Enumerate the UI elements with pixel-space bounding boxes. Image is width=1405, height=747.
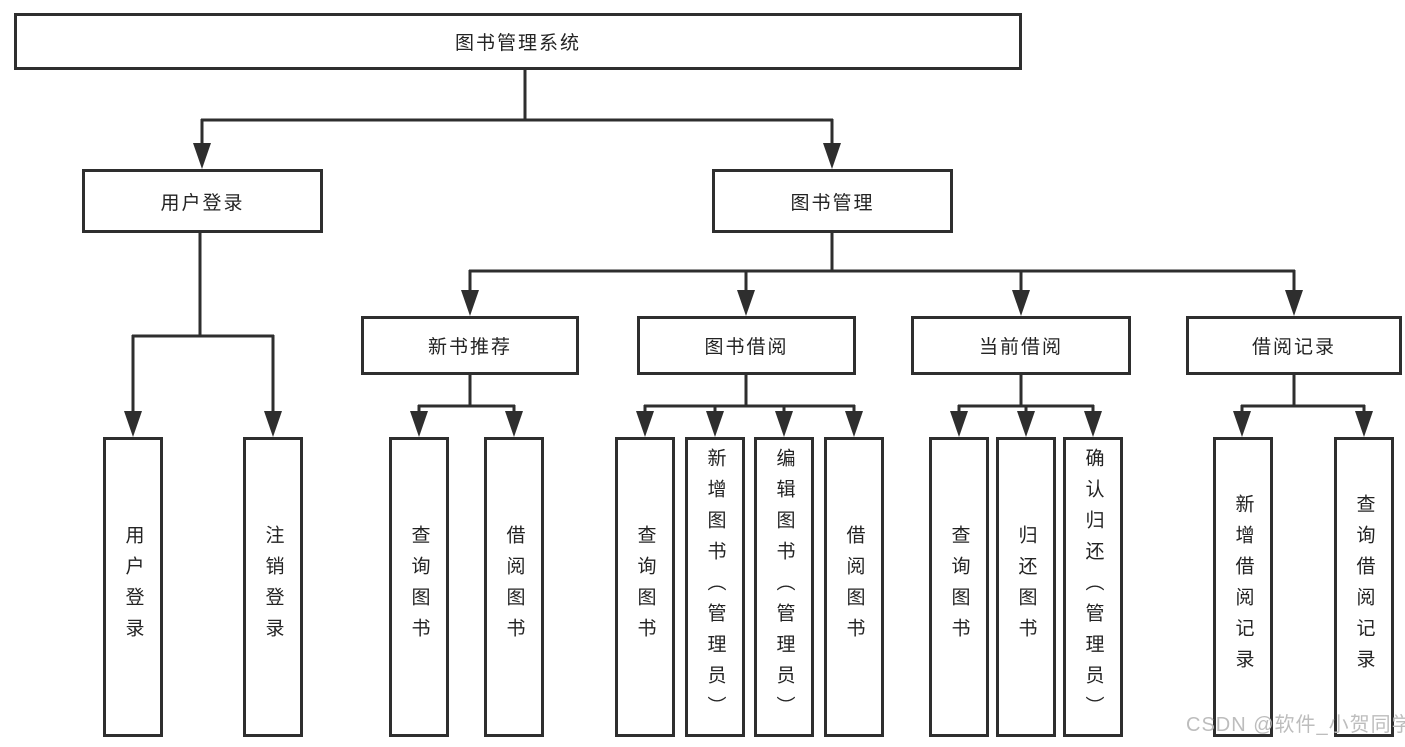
- node-label: 新书推荐: [427, 337, 512, 358]
- watermark: CSDN @软件_小贺同学: [1186, 714, 1405, 736]
- node-current-confirm-return-admin: 确认归还（管理员）: [1063, 437, 1123, 737]
- node-label: 图书管理系统: [454, 33, 581, 54]
- node-borrow-add-book-admin: 新增图书（管理员）: [685, 437, 745, 737]
- connector-user-login-to-children: [131, 233, 275, 416]
- arrowhead: [1017, 411, 1035, 437]
- node-user-login: 用户登录: [103, 437, 163, 737]
- arrowhead: [124, 411, 142, 437]
- node-records-query-record: 查询借阅记录: [1334, 437, 1394, 737]
- arrowhead: [706, 411, 724, 437]
- node-borrowing-records: 借阅记录: [1186, 316, 1402, 375]
- node-borrow-borrow-book: 借阅图书: [824, 437, 884, 737]
- node-user-login-module: 用户登录: [82, 169, 323, 233]
- arrowhead: [1233, 411, 1251, 437]
- node-book-management-module: 图书管理: [712, 169, 953, 233]
- arrowhead: [1012, 290, 1030, 316]
- arrowhead: [410, 411, 428, 437]
- node-label: 编辑图书（管理员）: [773, 447, 795, 727]
- arrowhead: [737, 290, 755, 316]
- connector-new-book-rec-to-children: [417, 375, 516, 416]
- connector-book-management-to-level3: [468, 233, 1296, 296]
- connector-borrowing-records-to-children: [1240, 375, 1366, 416]
- node-current-query-book: 查询图书: [929, 437, 989, 737]
- arrowhead: [1355, 411, 1373, 437]
- connector-current-borrowing-to-children: [957, 375, 1095, 416]
- node-label: 新增借阅记录: [1232, 494, 1254, 680]
- connector-book-borrowing-to-children: [643, 375, 856, 416]
- arrowhead: [193, 143, 211, 169]
- node-label: 确认归还（管理员）: [1082, 447, 1104, 727]
- node-label: 查询图书: [408, 525, 430, 649]
- node-label: 注销登录: [262, 525, 284, 649]
- node-label: 归还图书: [1015, 525, 1037, 649]
- node-label: 图书借阅: [704, 337, 789, 358]
- node-label: 借阅图书: [843, 525, 865, 649]
- node-borrow-edit-book-admin: 编辑图书（管理员）: [754, 437, 814, 737]
- arrowhead: [505, 411, 523, 437]
- node-label: 用户登录: [122, 525, 144, 649]
- node-records-add-record: 新增借阅记录: [1213, 437, 1273, 737]
- arrowhead: [264, 411, 282, 437]
- arrowhead: [636, 411, 654, 437]
- arrowhead: [823, 143, 841, 169]
- node-borrow-query-book: 查询图书: [615, 437, 675, 737]
- node-label: 借阅图书: [503, 525, 525, 649]
- node-rec-borrow-book: 借阅图书: [484, 437, 544, 737]
- node-label: 当前借阅: [978, 337, 1063, 358]
- node-label: 查询借阅记录: [1353, 494, 1375, 680]
- node-label: 查询图书: [634, 525, 656, 649]
- node-label: 查询图书: [948, 525, 970, 649]
- node-book-borrowing: 图书借阅: [637, 316, 856, 375]
- arrowhead: [950, 411, 968, 437]
- node-label: 借阅记录: [1251, 337, 1336, 358]
- arrowhead: [1084, 411, 1102, 437]
- node-library-management-system: 图书管理系统: [14, 13, 1022, 70]
- node-current-return-book: 归还图书: [996, 437, 1056, 737]
- node-rec-query-book: 查询图书: [389, 437, 449, 737]
- arrowhead: [461, 290, 479, 316]
- node-label: 用户登录: [160, 192, 245, 214]
- node-new-book-recommendation: 新书推荐: [361, 316, 579, 375]
- connector-root-to-level2: [200, 70, 834, 150]
- node-current-borrowing: 当前借阅: [911, 316, 1131, 375]
- node-logout: 注销登录: [243, 437, 303, 737]
- arrowhead: [775, 411, 793, 437]
- node-label: 新增图书（管理员）: [704, 447, 726, 727]
- node-label: 图书管理: [790, 192, 875, 214]
- arrowhead: [1285, 290, 1303, 316]
- arrowhead: [845, 411, 863, 437]
